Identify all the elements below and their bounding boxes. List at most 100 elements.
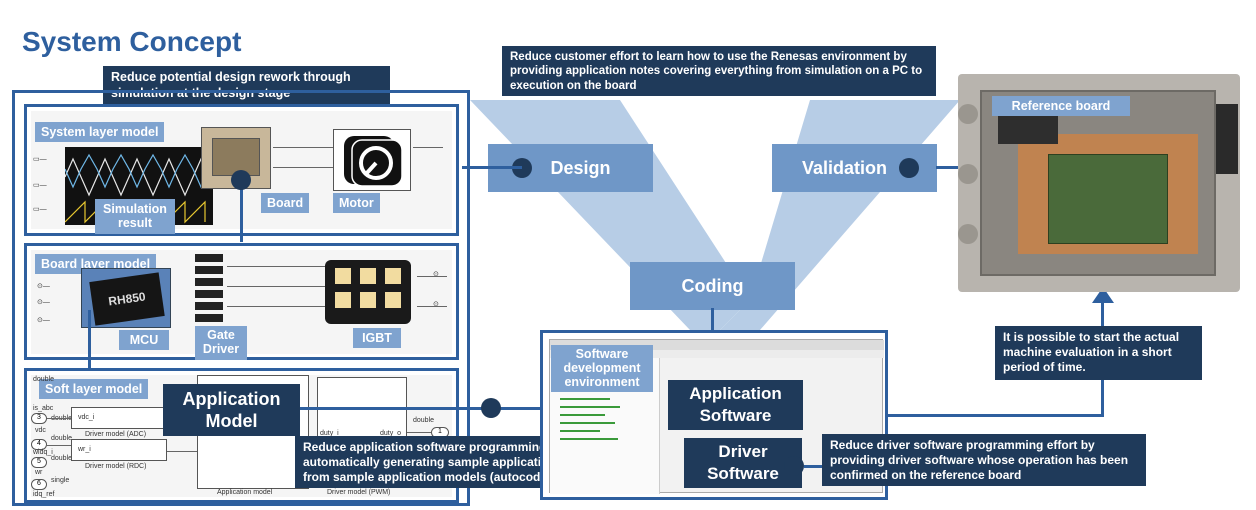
board-input-1: ⊙— (37, 283, 50, 290)
igbt-block (325, 260, 411, 324)
signal-duty-i: duty_i (320, 430, 339, 437)
soft-wire-1 (47, 418, 71, 419)
system-wire-3 (413, 147, 443, 148)
gate-driver-chip (195, 290, 223, 298)
signal-double-wr: double (51, 455, 73, 462)
wire-appmodel-to-appsoftware (300, 407, 652, 410)
signal-widq-label: widq_i (33, 449, 53, 456)
simulation-result-label: Simulation result (95, 199, 175, 234)
signal-vdc-i: vdc_i (78, 414, 95, 421)
system-wire-2 (273, 167, 333, 168)
signal-double-widq: double (51, 435, 73, 442)
gate-driver-chip (195, 266, 223, 274)
driver-model-pwm-caption: Driver model (PWM) (327, 489, 391, 496)
callout-driver-software: Reduce driver software programming effor… (822, 434, 1146, 486)
igbt-cell (335, 268, 351, 284)
gate-driver-chip (195, 314, 223, 322)
signal-vdc: vdc (35, 427, 46, 434)
ide-tree-line (560, 422, 615, 424)
ide-titlebar (550, 340, 884, 350)
ide-menubar (550, 350, 884, 358)
driver-software-dot (784, 456, 804, 476)
callout-evaluation: It is possible to start the actual machi… (995, 326, 1202, 380)
stage-coding-label: Coding (681, 275, 744, 296)
ide-tree-line (560, 430, 600, 432)
system-wire-1 (273, 147, 333, 148)
wire-driver-callout (804, 465, 824, 468)
port-5: 5 (31, 457, 47, 468)
connector-coding (711, 308, 714, 333)
stage-validation: Validation (772, 144, 937, 192)
callout-design-stage: Reduce potential design rework through s… (103, 66, 390, 110)
stage-design-label: Design (550, 157, 611, 178)
link-board-to-board-layer (240, 178, 243, 242)
callout-renesas-env: Reduce customer effort to learn how to u… (502, 46, 936, 96)
port-6: 6 (31, 479, 47, 490)
gate-driver-chip (195, 254, 223, 262)
system-layer-label: System layer model (35, 122, 165, 142)
igbt-label: IGBT (353, 328, 401, 348)
board-thumbnail (201, 127, 271, 189)
board-wire-3 (227, 306, 327, 307)
soft-wire-4 (167, 451, 197, 452)
board-side-connector (1216, 104, 1238, 174)
mcu-label: MCU (119, 330, 169, 350)
stage-design-dot (512, 158, 532, 178)
board-bolt (958, 224, 978, 244)
port-4: 4 (31, 439, 47, 450)
signal-wr: wr (35, 469, 43, 476)
board-output-1: ⊙ (433, 271, 439, 278)
stage-validation-dot (899, 158, 919, 178)
ide-tree-line (560, 438, 618, 440)
port-3: 3 (31, 413, 47, 424)
ide-tree-line (560, 414, 605, 416)
mcu-block: RH850 (81, 268, 171, 328)
reference-board-label: Reference board (992, 96, 1130, 116)
board-wire-5 (417, 306, 447, 307)
gate-driver-chip (195, 302, 223, 310)
driver-model-rdc-caption: Driver model (RDC) (85, 463, 147, 470)
board-thumbnail-pcb (212, 138, 260, 176)
igbt-cell (335, 292, 351, 308)
board-bolt (958, 164, 978, 184)
motor-block (333, 129, 411, 191)
application-software-label: Application Software (668, 380, 803, 430)
application-model-label: Application Model (163, 384, 300, 436)
board-wire-1 (227, 266, 327, 267)
board-output-2: ⊙ (433, 301, 439, 308)
application-model-caption: Application model (217, 489, 273, 496)
arrow-up-icon (1092, 287, 1114, 303)
board-layer-panel: Board layer model ⊙— ⊙— ⊙— RH850 MCU Gat… (24, 243, 459, 360)
motor-icon (344, 136, 403, 187)
board-input-3: ⊙— (37, 317, 50, 324)
software-env-label: Software development environment (551, 345, 653, 393)
signal-single: single (51, 477, 70, 484)
motor-label: Motor (333, 193, 380, 213)
gate-driver-chip (195, 278, 223, 286)
driver-model-adc-block: vdc_i (71, 407, 167, 429)
board-wire-2 (227, 286, 327, 287)
board-input-2: ⊙— (37, 299, 50, 306)
ide-tree-line (560, 398, 610, 400)
signal-double-top: double (33, 376, 55, 383)
system-input-1: ▭— (33, 156, 47, 163)
signal-wr-i: wr_i (78, 446, 91, 453)
mcu-chip: RH850 (89, 272, 165, 326)
stage-validation-label: Validation (801, 157, 888, 178)
app-model-dot (481, 398, 501, 418)
board-link-dot (231, 170, 251, 190)
soft-wire-2 (47, 445, 71, 446)
igbt-cell (360, 292, 376, 308)
system-input-2: ▭— (33, 182, 47, 189)
driver-software-label: Driver Software (684, 438, 802, 488)
gate-driver-stack (195, 254, 225, 324)
model-frame (12, 90, 470, 506)
connector-eval (888, 414, 1103, 417)
board-wire-4 (417, 276, 447, 277)
board-bolt (958, 104, 978, 124)
ide-tree-line (560, 406, 620, 408)
connector-validation (936, 166, 976, 169)
system-input-3: ▭— (33, 206, 47, 213)
gate-driver-label: Gate Driver (195, 326, 247, 360)
link-mcu-to-soft-layer (88, 310, 91, 380)
